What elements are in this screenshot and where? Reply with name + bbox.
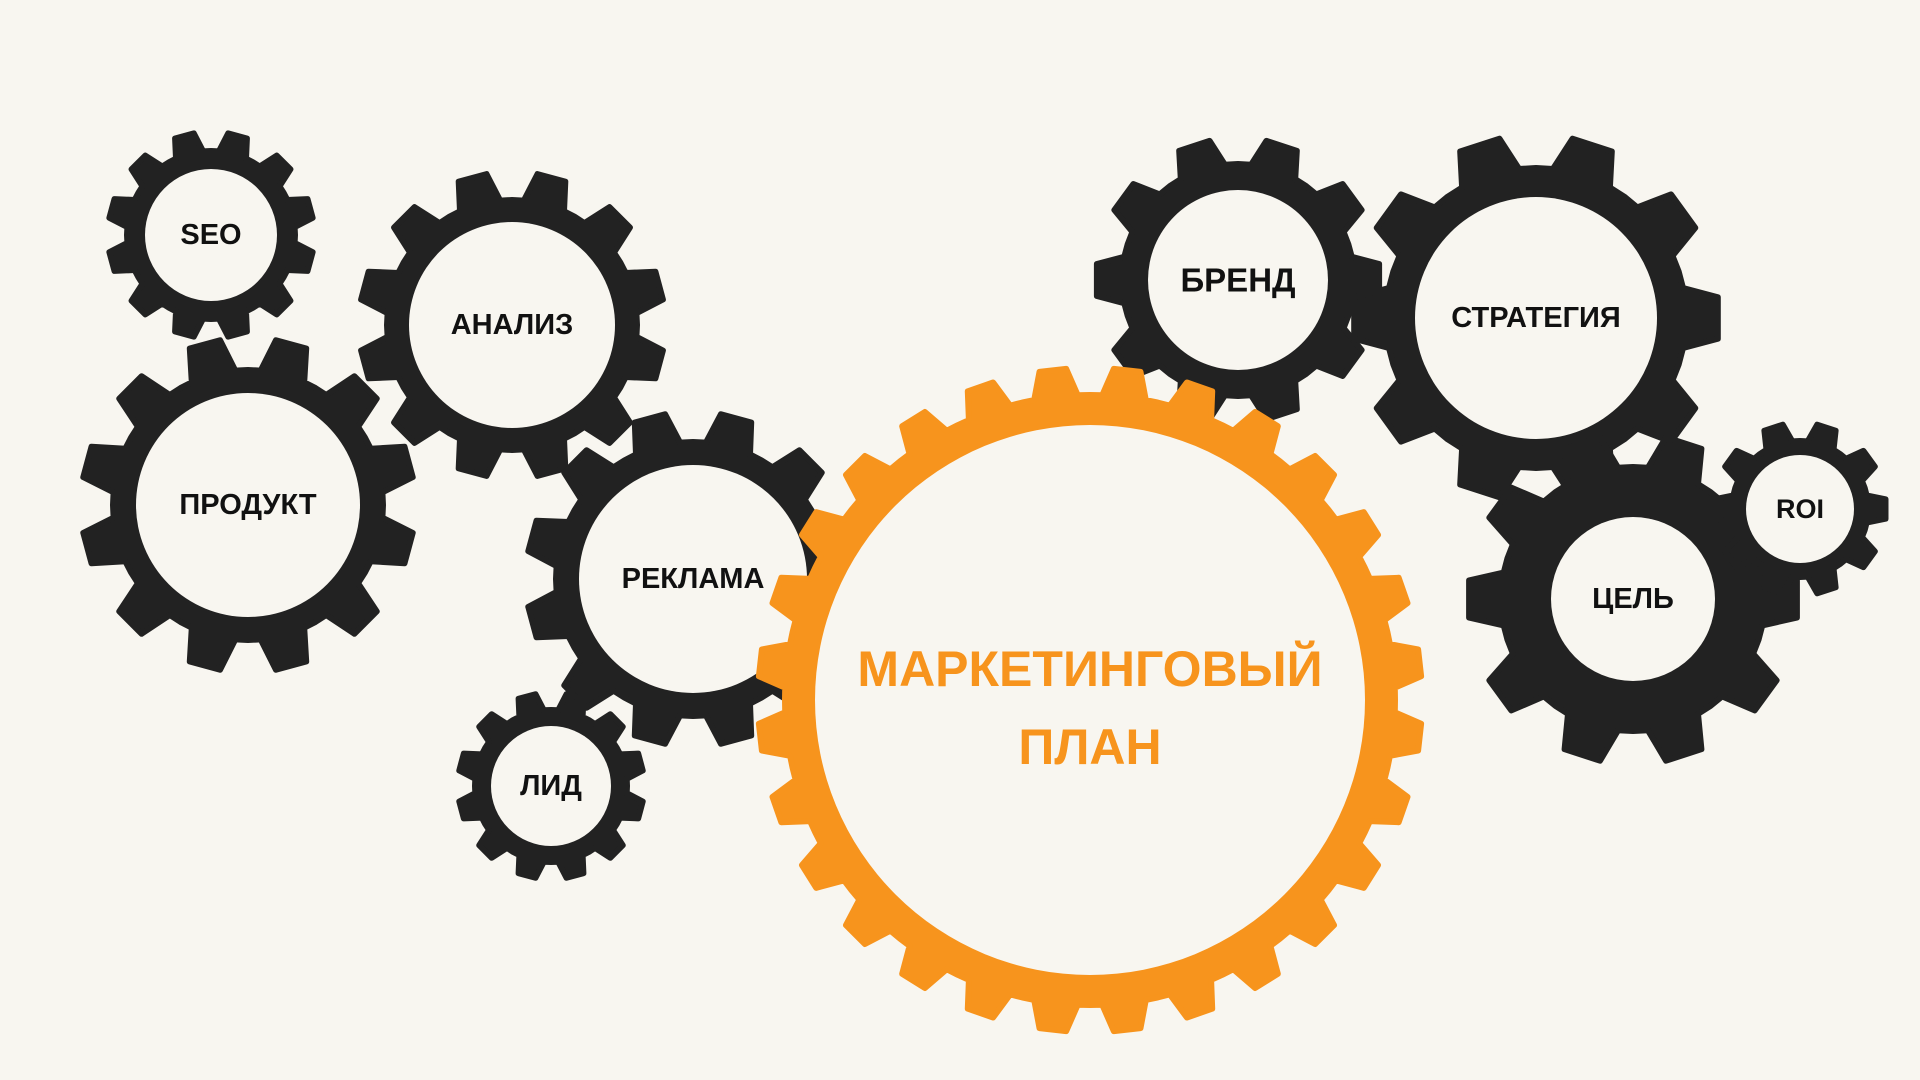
gear-label-tsel: ЦЕЛЬ [1592,583,1674,615]
gear-label-reklama: РЕКЛАМА [622,563,765,595]
gear-label-brend: БРЕНД [1180,262,1295,299]
label-layer: SEO АНАЛИЗ ПРОДУКТ РЕКЛАМА ЛИД БРЕНД СТРАТЕГИЯ… [179,219,1824,802]
gear-brend [1093,137,1383,423]
gear-layer [80,130,1889,1035]
gear-analiz [358,171,666,479]
gear-label-seo: SEO [180,219,241,251]
gear-produkt [80,337,416,673]
gear-roi-hub [1746,455,1854,563]
gear-label-analiz: АНАЛИЗ [451,309,574,341]
gear-marketing-plan-hub [815,425,1365,975]
gear-brend-hub [1148,190,1328,370]
gear-label-lid: ЛИД [520,770,582,802]
main-gear-title-line2: ПЛАН [1018,719,1161,775]
gear-analiz-hub [409,222,615,428]
gear-lid [456,691,646,881]
gear-label-strategiya: СТРАТЕГИЯ [1451,302,1620,334]
gear-seo [106,130,316,340]
gear-label-produkt: ПРОДУКТ [179,489,316,521]
gear-roi [1711,421,1889,597]
gear-strategiya-hub [1415,197,1657,439]
gear-tsel-hub [1551,517,1715,681]
gear-reklama-hub [579,465,807,693]
main-gear-title-line1: МАРКЕТИНГОВЫЙ [857,640,1322,697]
gear-seo-hub [145,169,277,301]
gear-lid-hub [491,726,611,846]
gear-strategiya [1351,135,1721,501]
gear-produkt-hub [136,393,360,617]
gear-label-roi: ROI [1776,494,1824,524]
gear-marketing-plan [755,365,1425,1035]
